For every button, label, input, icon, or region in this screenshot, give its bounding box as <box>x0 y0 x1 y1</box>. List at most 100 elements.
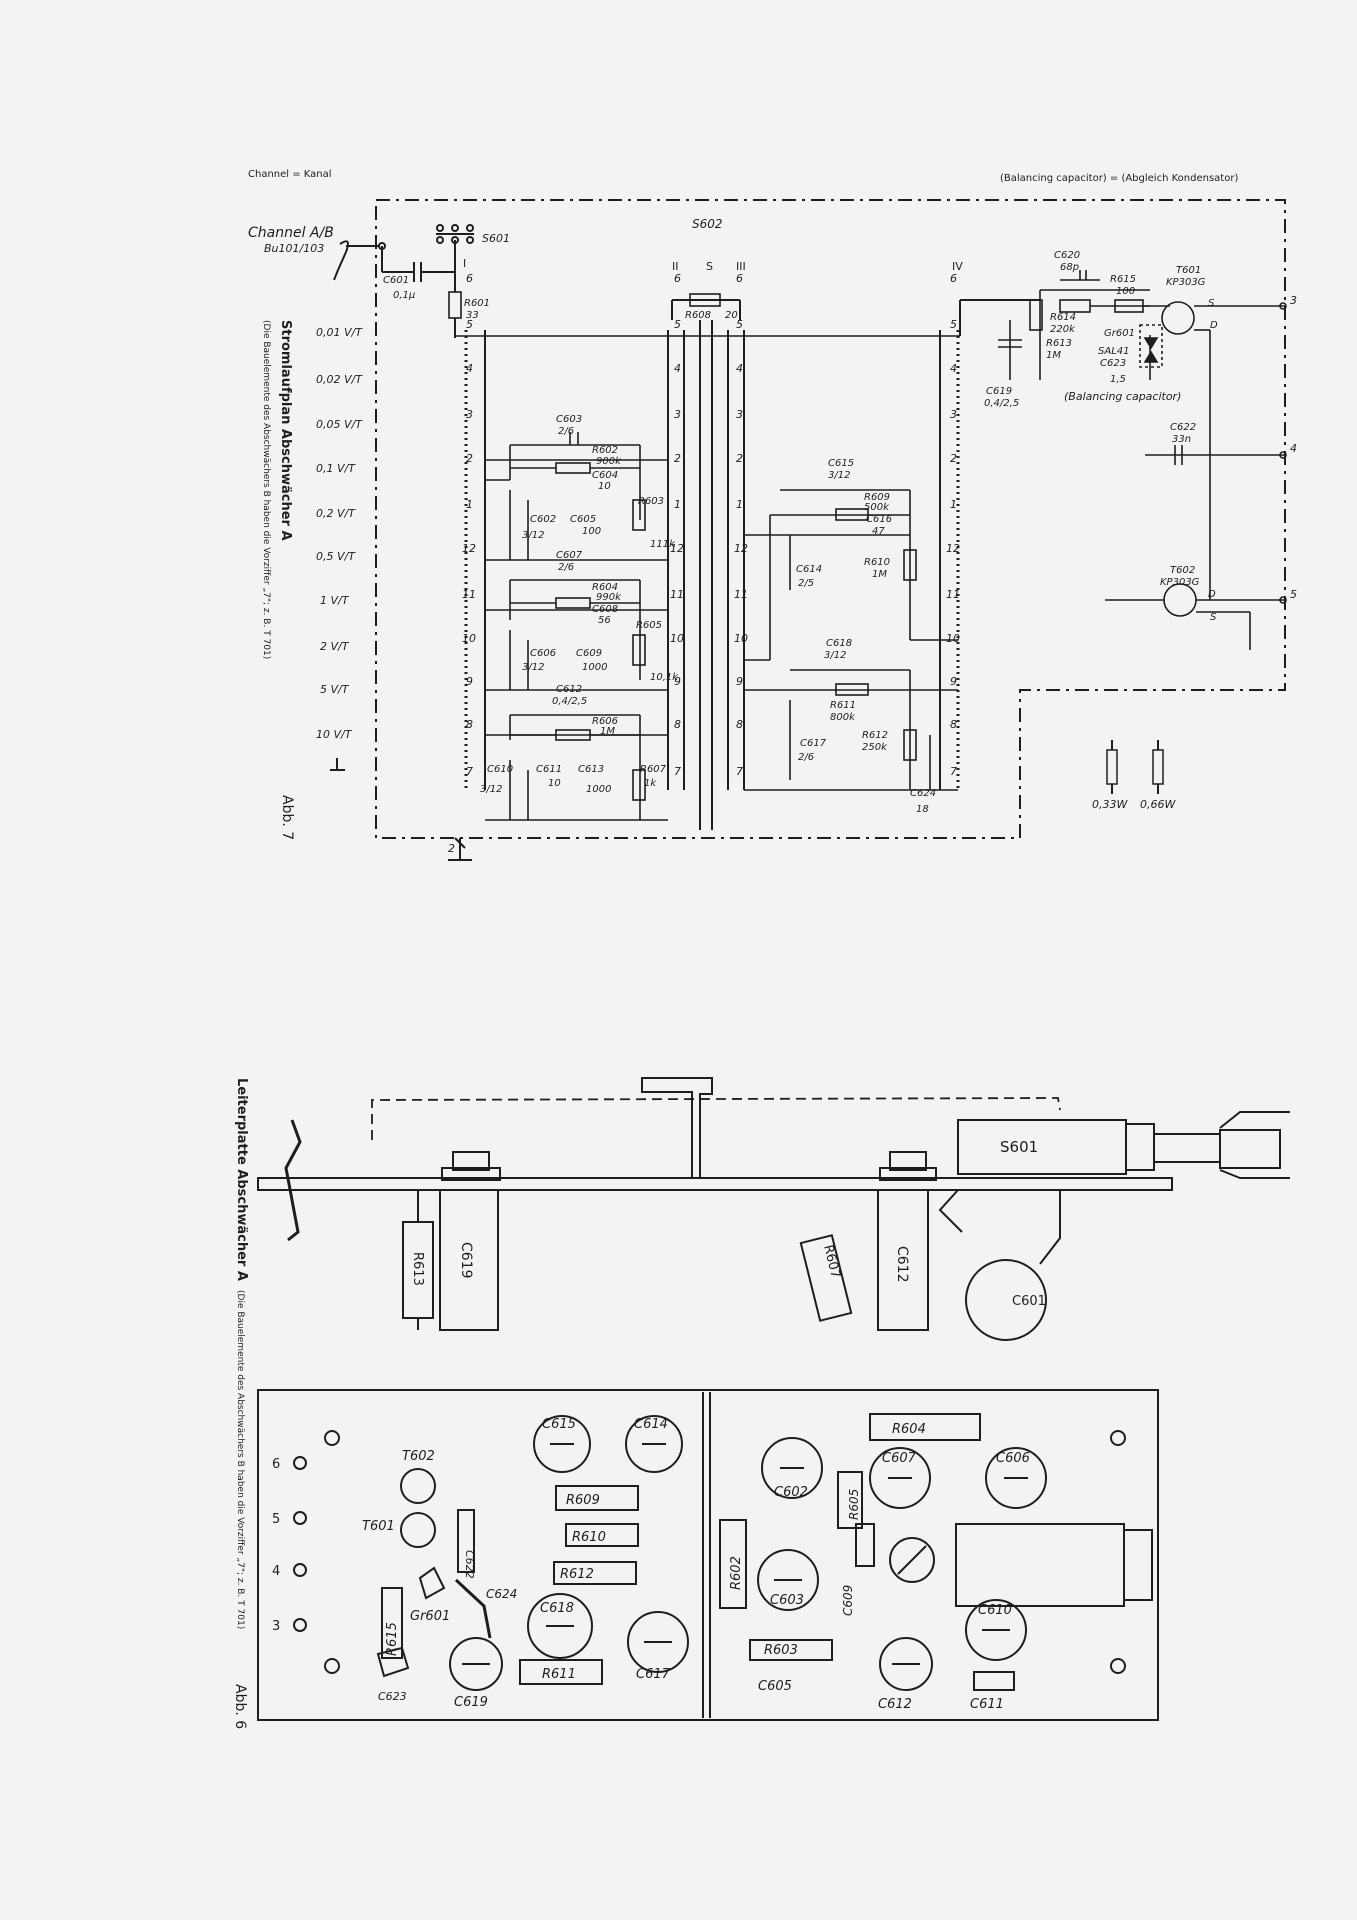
svg-text:C614: C614 <box>796 564 822 575</box>
svg-text:R609: R609 <box>566 1493 600 1508</box>
side-r607: R607 <box>820 1243 843 1279</box>
svg-text:C615: C615 <box>828 458 854 469</box>
svg-text:2: 2 <box>950 452 957 465</box>
svg-text:T602: T602 <box>402 1449 435 1464</box>
svg-text:1M: 1M <box>872 569 887 580</box>
svg-text:(Balancing capacitor): (Balancing capacitor) <box>1064 390 1181 403</box>
section3-labels: C612 0,4/2,5 R606 1M C610 3/12 C611 10 C… <box>480 684 667 795</box>
svg-text:2/6: 2/6 <box>558 426 574 437</box>
svg-text:D: D <box>1208 589 1216 600</box>
divider-section-2 <box>485 579 668 691</box>
svg-text:3/12: 3/12 <box>824 650 846 661</box>
deck-label-ii: II <box>672 260 679 273</box>
svg-text:2: 2 <box>448 842 455 855</box>
svg-text:8: 8 <box>950 718 957 731</box>
svg-text:C606: C606 <box>530 648 556 659</box>
svg-text:6: 6 <box>466 272 473 285</box>
abb7-label: Abb. 7 <box>279 795 295 840</box>
svg-text:500k: 500k <box>864 502 890 513</box>
svg-text:R610: R610 <box>572 1530 606 1545</box>
svg-text:T601: T601 <box>1176 265 1201 276</box>
svg-text:T602: T602 <box>1170 565 1195 576</box>
svg-text:C622: C622 <box>463 1550 476 1579</box>
divider-section-4 <box>744 489 958 661</box>
svg-text:7: 7 <box>466 765 473 778</box>
svg-text:990k: 990k <box>596 592 622 603</box>
svg-text:1k: 1k <box>644 778 657 789</box>
svg-text:C603: C603 <box>770 1593 804 1608</box>
svg-text:10: 10 <box>670 632 684 645</box>
svg-text:R612: R612 <box>560 1567 594 1582</box>
input-connector <box>333 240 349 281</box>
svg-text:12: 12 <box>946 542 960 555</box>
svg-text:1000: 1000 <box>586 784 611 795</box>
svg-text:4: 4 <box>466 362 473 375</box>
svg-text:3/12: 3/12 <box>480 784 502 795</box>
board-top-labels: 6 5 4 3 T602 T601 R615 Gr601 C623 C619 C… <box>272 1417 1030 1712</box>
svg-text:0,66W: 0,66W <box>1140 798 1176 811</box>
svg-text:6: 6 <box>272 1457 280 1472</box>
svg-text:R607: R607 <box>640 764 667 775</box>
svg-text:11: 11 <box>734 588 748 601</box>
deck-label-iv: IV <box>952 260 963 273</box>
svg-text:0,33W: 0,33W <box>1092 798 1128 811</box>
svg-text:11: 11 <box>946 588 960 601</box>
svg-text:1M: 1M <box>1046 350 1061 361</box>
svg-text:T601: T601 <box>362 1519 395 1534</box>
abb6-label-group: Abb. 6 <box>232 1684 248 1729</box>
svg-text:8: 8 <box>466 718 473 731</box>
deck-label-iii: III <box>736 260 746 273</box>
svg-text:C619: C619 <box>986 386 1012 397</box>
abb7-title: Stromlaufplan Abschwächer A <box>278 320 293 541</box>
svg-text:0,02 V/T: 0,02 V/T <box>316 373 363 386</box>
svg-text:C610: C610 <box>978 1603 1012 1618</box>
svg-text:C622: C622 <box>1170 422 1196 433</box>
svg-text:C623: C623 <box>1100 358 1126 369</box>
schematic-abb7 <box>330 199 1287 861</box>
svg-text:5: 5 <box>466 318 473 331</box>
section4-labels: C615 3/12 R609 500k C616 47 C614 2/5 R61… <box>796 458 892 589</box>
svg-text:R610: R610 <box>864 557 890 568</box>
svg-text:0,1 V/T: 0,1 V/T <box>316 462 356 475</box>
svg-text:1: 1 <box>674 498 681 511</box>
svg-text:2/5: 2/5 <box>798 578 814 589</box>
output-labels: C620 68p R614 220k R615 100 R613 1M C619… <box>448 250 1297 855</box>
shield-frame <box>375 199 1286 839</box>
input-label: Channel A/B <box>248 225 334 241</box>
svg-text:C605: C605 <box>570 514 596 525</box>
svg-text:12: 12 <box>670 542 684 555</box>
svg-text:0,4/2,5: 0,4/2,5 <box>984 398 1019 409</box>
schematic-labels: Channel A/B Bu101/103 S601 S602 I II S I… <box>248 217 1297 855</box>
svg-text:0,4/2,5: 0,4/2,5 <box>552 696 587 707</box>
svg-text:1: 1 <box>950 498 957 511</box>
side-c619: C619 <box>458 1242 474 1279</box>
svg-text:R613: R613 <box>1046 338 1072 349</box>
svg-text:3: 3 <box>1290 294 1297 307</box>
r608-val: 20 <box>725 310 738 321</box>
svg-text:5: 5 <box>674 318 681 331</box>
svg-text:2: 2 <box>674 452 681 465</box>
c601-val: 0,1µ <box>393 290 415 301</box>
svg-text:4: 4 <box>272 1564 280 1579</box>
board-side-labels: S601 C601 R613 C619 R607 C612 <box>410 1138 1046 1309</box>
svg-text:R602: R602 <box>729 1556 744 1590</box>
svg-text:R605: R605 <box>847 1489 861 1520</box>
svg-text:10 V/T: 10 V/T <box>316 728 353 741</box>
divider-section-5 <box>744 669 958 791</box>
svg-text:10: 10 <box>598 481 611 492</box>
s601-label: S601 <box>482 232 510 245</box>
svg-text:800k: 800k <box>830 712 856 723</box>
svg-text:0,2 V/T: 0,2 V/T <box>316 507 356 520</box>
section1-labels: C603 2/6 R602 900k C604 10 C602 3/12 C60… <box>522 414 676 550</box>
svg-text:C623: C623 <box>378 1690 407 1703</box>
svg-text:3: 3 <box>272 1619 280 1634</box>
svg-text:5 V/T: 5 V/T <box>320 683 350 696</box>
svg-text:3/12: 3/12 <box>522 662 544 673</box>
svg-text:4: 4 <box>674 362 681 375</box>
svg-text:10: 10 <box>734 632 748 645</box>
svg-text:10: 10 <box>548 778 561 789</box>
svg-text:33n: 33n <box>1172 434 1191 445</box>
svg-text:7: 7 <box>736 765 743 778</box>
